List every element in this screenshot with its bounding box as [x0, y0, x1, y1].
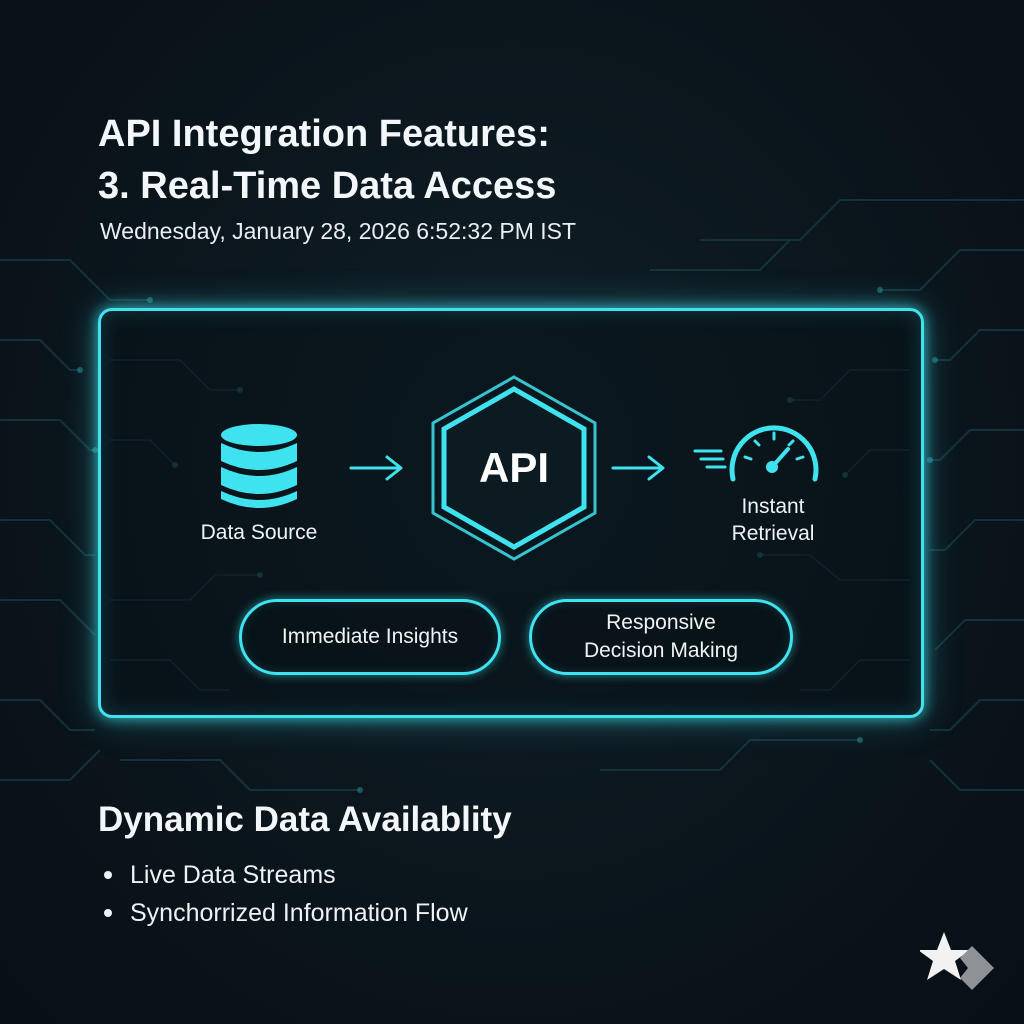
section-title: Dynamic Data Availablity — [98, 800, 512, 839]
title-line-1: API Integration Features: — [98, 113, 550, 155]
flow-diagram-panel: Data Source API Instant Retrieval Immedi… — [98, 308, 924, 718]
outcome-label: Immediate Insights — [281, 625, 459, 648]
outcome-label: Responsive Decision Making — [583, 611, 739, 662]
arrow-right-icon — [611, 455, 665, 481]
sparkle-star-icon — [920, 932, 994, 990]
outcome-responsive-decision-making: Responsive Decision Making — [529, 599, 793, 675]
node-instant-retrieval-label: Instant Retrieval — [731, 495, 815, 545]
bullet-text: Live Data Streams — [130, 861, 336, 889]
title-line-2: 3. Real-Time Data Access — [98, 165, 557, 207]
node-api-label: API — [478, 444, 549, 491]
speedometer-icon — [693, 425, 819, 482]
database-icon — [221, 424, 297, 508]
list-item: Synchorrized Information Flow — [104, 894, 468, 932]
list-item: Live Data Streams — [104, 856, 468, 894]
feature-bullet-list: Live Data Streams Synchorrized Informati… — [104, 856, 468, 932]
node-data-source-label: Data Source — [200, 521, 318, 544]
bullet-icon — [104, 909, 112, 917]
timestamp: Wednesday, January 28, 2026 6:52:32 PM I… — [100, 218, 577, 244]
outcome-immediate-insights: Immediate Insights — [239, 599, 501, 675]
arrow-right-icon — [349, 455, 403, 481]
bullet-text: Synchorrized Information Flow — [130, 899, 468, 927]
hexagon-icon — [431, 375, 597, 561]
page-title: API Integration Features: 3. Real-Time D… — [98, 108, 556, 212]
bullet-icon — [104, 871, 112, 879]
